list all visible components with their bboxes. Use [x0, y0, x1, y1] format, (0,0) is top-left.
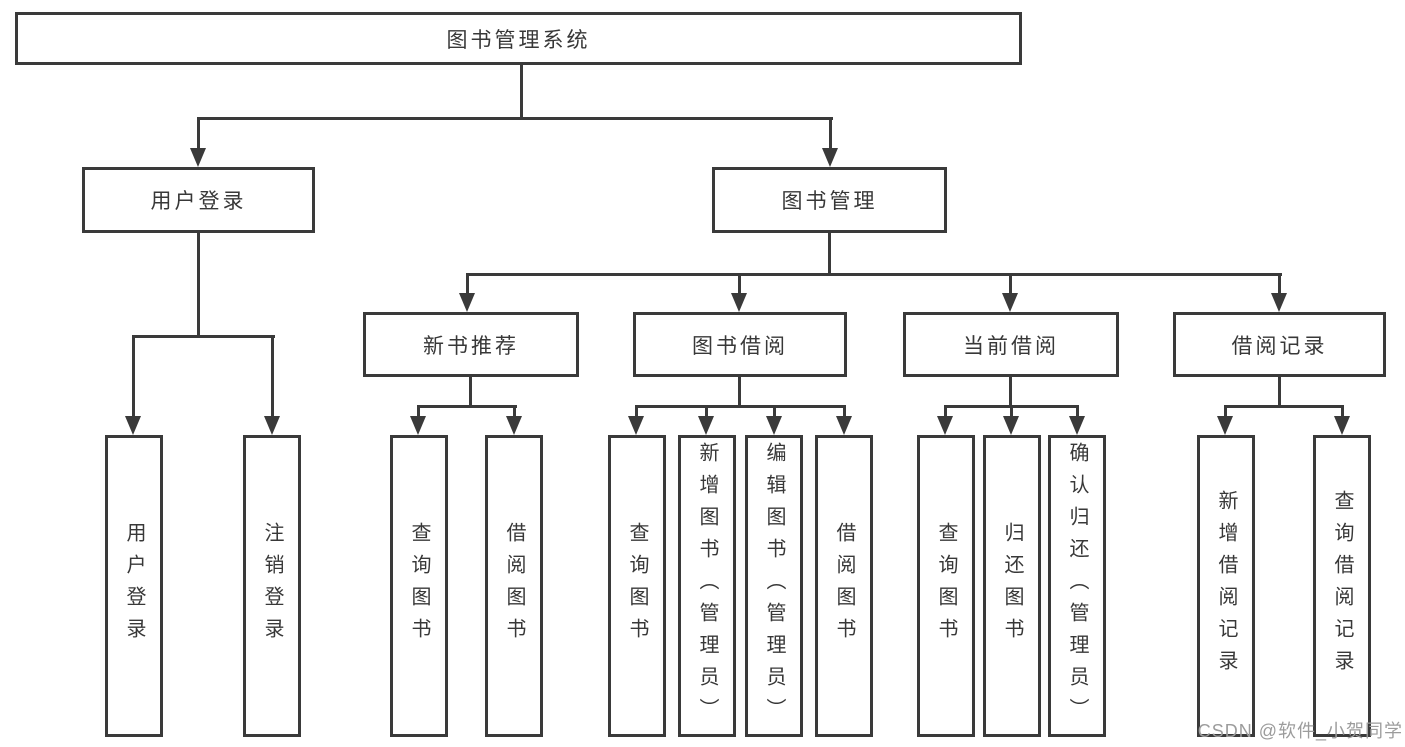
arrow-down-icon [1003, 416, 1019, 435]
connector-stem [197, 117, 200, 150]
arrow-down-icon [410, 416, 426, 435]
connector-trunk [1278, 375, 1281, 408]
connector-stem [705, 405, 708, 419]
leaf-label: 用户登录 [123, 522, 145, 650]
arrow-down-icon [836, 416, 852, 435]
leaf-edit-books-admin: 编辑图书（管理员） [745, 435, 803, 737]
leaf-label: 注销登录 [261, 522, 283, 650]
connector-stem [829, 117, 832, 150]
node-label: 当前借阅 [963, 334, 1059, 358]
connector-user-login-bar [132, 335, 275, 338]
arrow-down-icon [822, 148, 838, 167]
connector-root-trunk [520, 65, 523, 118]
connector-stem [417, 405, 420, 419]
arrow-down-icon [506, 416, 522, 435]
arrow-down-icon [628, 416, 644, 435]
connector-stem [944, 405, 947, 419]
leaf-label: 新增图书（管理员） [696, 442, 718, 730]
arrow-down-icon [459, 293, 475, 312]
connector-user-login-trunk [197, 231, 200, 337]
node-label: 图书管理 [781, 190, 878, 213]
node-book-borrowing: 图书借阅 [633, 312, 847, 377]
node-user-login: 用户登录 [82, 167, 315, 233]
arrow-down-icon [190, 148, 206, 167]
leaf-label: 查询借阅记录 [1331, 490, 1353, 682]
arrow-down-icon [766, 416, 782, 435]
connector-stem [1009, 273, 1012, 295]
leaf-label: 查询图书 [408, 522, 430, 650]
node-new-book-recommend: 新书推荐 [363, 312, 579, 377]
node-library-management-system: 图书管理系统 [15, 12, 1022, 65]
connector-stem [271, 335, 274, 418]
arrow-down-icon [1069, 416, 1085, 435]
arrow-down-icon [937, 416, 953, 435]
connector-root-bar [197, 117, 833, 120]
leaf-borrow-books-2: 借阅图书 [815, 435, 873, 737]
node-label: 用户登录 [150, 190, 247, 213]
arrow-down-icon [264, 416, 280, 435]
leaf-label: 归还图书 [1001, 522, 1023, 650]
arrow-down-icon [1334, 416, 1350, 435]
node-current-borrowing: 当前借阅 [903, 312, 1119, 377]
leaf-label: 查询图书 [935, 522, 957, 650]
leaf-query-books-3: 查询图书 [917, 435, 975, 737]
connector-stem [1224, 405, 1227, 419]
connector-stem [738, 273, 741, 295]
leaf-confirm-return-admin: 确认归还（管理员） [1048, 435, 1106, 737]
leaf-add-borrow-record: 新增借阅记录 [1197, 435, 1255, 737]
connector-stem [843, 405, 846, 419]
connector-stem [1010, 405, 1013, 419]
leaf-label: 编辑图书（管理员） [763, 442, 785, 730]
arrow-down-icon [125, 416, 141, 435]
leaf-query-borrow-record: 查询借阅记录 [1313, 435, 1371, 737]
connector-stem [513, 405, 516, 419]
arrow-down-icon [1271, 293, 1287, 312]
arrow-down-icon [731, 293, 747, 312]
leaf-user-login: 用户登录 [105, 435, 163, 737]
node-label: 新书推荐 [423, 334, 519, 358]
connector-bar [417, 405, 517, 408]
connector-stem [1278, 273, 1281, 295]
arrow-down-icon [1002, 293, 1018, 312]
leaf-return-books: 归还图书 [983, 435, 1041, 737]
leaf-add-books-admin: 新增图书（管理员） [678, 435, 736, 737]
connector-stem [466, 273, 469, 295]
node-label: 图书借阅 [692, 334, 788, 358]
connector-stem [635, 405, 638, 419]
connector-bar [635, 405, 846, 408]
connector-bar [1224, 405, 1344, 408]
connector-stem [1341, 405, 1344, 419]
leaf-label: 借阅图书 [833, 522, 855, 650]
node-book-management: 图书管理 [712, 167, 947, 233]
connector-stem [1076, 405, 1079, 419]
node-borrowing-records: 借阅记录 [1173, 312, 1386, 377]
leaf-query-books-2: 查询图书 [608, 435, 666, 737]
leaf-query-books-1: 查询图书 [390, 435, 448, 737]
connector-stem [132, 335, 135, 418]
connector-book-mgmt-bar [466, 273, 1282, 276]
leaf-label: 查询图书 [626, 522, 648, 650]
leaf-borrow-books-1: 借阅图书 [485, 435, 543, 737]
connector-trunk [469, 375, 472, 408]
csdn-watermark: CSDN @软件_小贺同学 [1197, 721, 1403, 741]
connector-book-mgmt-trunk [828, 231, 831, 275]
node-label: 图书管理系统 [446, 28, 591, 52]
arrow-down-icon [698, 416, 714, 435]
leaf-label: 确认归还（管理员） [1066, 442, 1088, 730]
connector-trunk [738, 375, 741, 408]
leaf-label: 新增借阅记录 [1215, 490, 1237, 682]
connector-trunk [1009, 375, 1012, 408]
arrow-down-icon [1217, 416, 1233, 435]
node-label: 借阅记录 [1231, 334, 1328, 358]
leaf-label: 借阅图书 [503, 522, 525, 650]
leaf-logout: 注销登录 [243, 435, 301, 737]
connector-stem [773, 405, 776, 419]
